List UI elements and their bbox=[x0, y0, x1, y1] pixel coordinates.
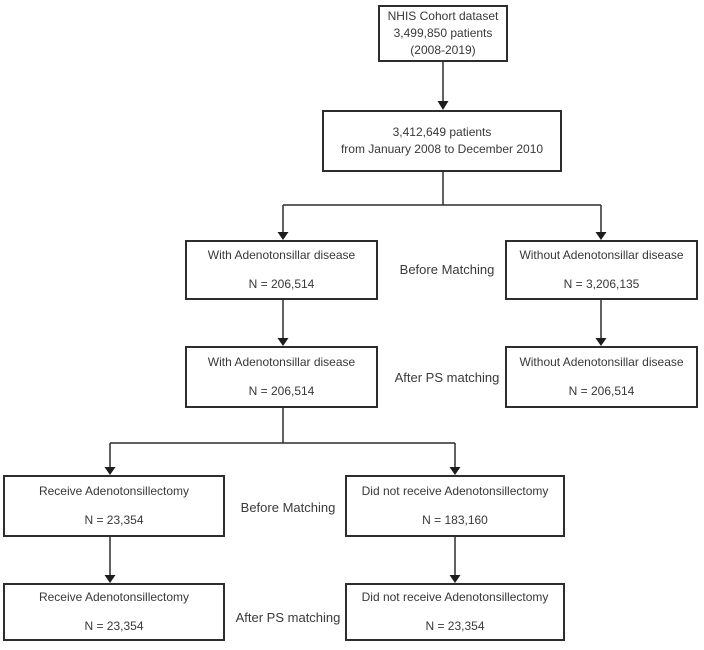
box-with-disease-after-line2: N = 206,514 bbox=[248, 384, 315, 398]
box-no-surgery-after: Did not receive Adenotonsillectomy N = 2… bbox=[345, 583, 565, 641]
box-receive-surgery-before: Receive Adenotonsillectomy N = 23,354 bbox=[3, 475, 225, 537]
box-without-disease-before-line1: Without Adenotonsillar disease bbox=[519, 248, 684, 262]
arrowhead-to-without-after bbox=[595, 338, 607, 346]
box-nhis-dataset-line1: NHIS Cohort dataset bbox=[387, 9, 499, 23]
label-matching-surgery-before: Before Matching bbox=[240, 500, 336, 515]
box-with-disease-before: With Adenotonsillar disease N = 206,514 bbox=[185, 240, 378, 300]
box-no-surgery-before: Did not receive Adenotonsillectomy N = 1… bbox=[345, 475, 565, 537]
box-with-disease-before-line2: N = 206,514 bbox=[248, 277, 315, 291]
arrowhead-to-receive-before bbox=[104, 467, 116, 475]
box-period-cohort-line1: 3,412,649 patients bbox=[392, 125, 492, 139]
box-without-disease-after-line1: Without Adenotonsillar disease bbox=[519, 355, 684, 369]
box-period-cohort: 3,412,649 patients from January 2008 to … bbox=[322, 110, 562, 172]
arrowhead-to-with-before bbox=[277, 232, 289, 240]
arrowhead-to-with-after bbox=[277, 338, 289, 346]
box-without-disease-before-line2: N = 3,206,135 bbox=[563, 277, 640, 291]
box-without-disease-after-line2: N = 206,514 bbox=[568, 384, 635, 398]
box-no-surgery-before-line2: N = 183,160 bbox=[422, 513, 488, 527]
box-receive-surgery-after-line2: N = 23,354 bbox=[84, 619, 144, 633]
label-matching-disease-before: Before Matching bbox=[399, 262, 495, 277]
box-nhis-dataset-line3: (2008-2019) bbox=[410, 43, 476, 57]
box-no-surgery-before-line1: Did not receive Adenotonsillectomy bbox=[361, 484, 549, 498]
box-period-cohort-line2: from January 2008 to December 2010 bbox=[340, 142, 544, 156]
box-nhis-dataset-line2: 3,499,850 patients bbox=[393, 26, 493, 40]
box-receive-surgery-after-line1: Receive Adenotonsillectomy bbox=[38, 590, 190, 604]
label-matching-surgery-after: After PS matching bbox=[235, 610, 341, 625]
box-receive-surgery-before-line2: N = 23,354 bbox=[84, 513, 144, 527]
box-receive-surgery-after: Receive Adenotonsillectomy N = 23,354 bbox=[3, 583, 225, 641]
label-matching-disease-after: After PS matching bbox=[394, 370, 500, 385]
box-without-disease-after: Without Adenotonsillar disease N = 206,5… bbox=[505, 346, 698, 408]
box-receive-surgery-before-line1: Receive Adenotonsillectomy bbox=[38, 484, 190, 498]
box-no-surgery-after-line2: N = 23,354 bbox=[425, 619, 485, 633]
arrowhead-to-receive-after bbox=[104, 575, 116, 583]
box-nhis-dataset: NHIS Cohort dataset 3,499,850 patients (… bbox=[378, 5, 508, 62]
box-without-disease-before: Without Adenotonsillar disease N = 3,206… bbox=[505, 240, 698, 300]
arrowhead-to-without-before bbox=[595, 232, 607, 240]
box-no-surgery-after-line1: Did not receive Adenotonsillectomy bbox=[361, 590, 549, 604]
arrowhead-to-no-surgery-before bbox=[449, 467, 461, 475]
arrowhead-to-no-surgery-after bbox=[449, 575, 461, 583]
box-with-disease-after: With Adenotonsillar disease N = 206,514 bbox=[185, 346, 378, 408]
box-with-disease-after-line1: With Adenotonsillar disease bbox=[207, 355, 356, 369]
box-with-disease-before-line1: With Adenotonsillar disease bbox=[207, 248, 356, 262]
arrowhead-to-period bbox=[437, 101, 449, 110]
